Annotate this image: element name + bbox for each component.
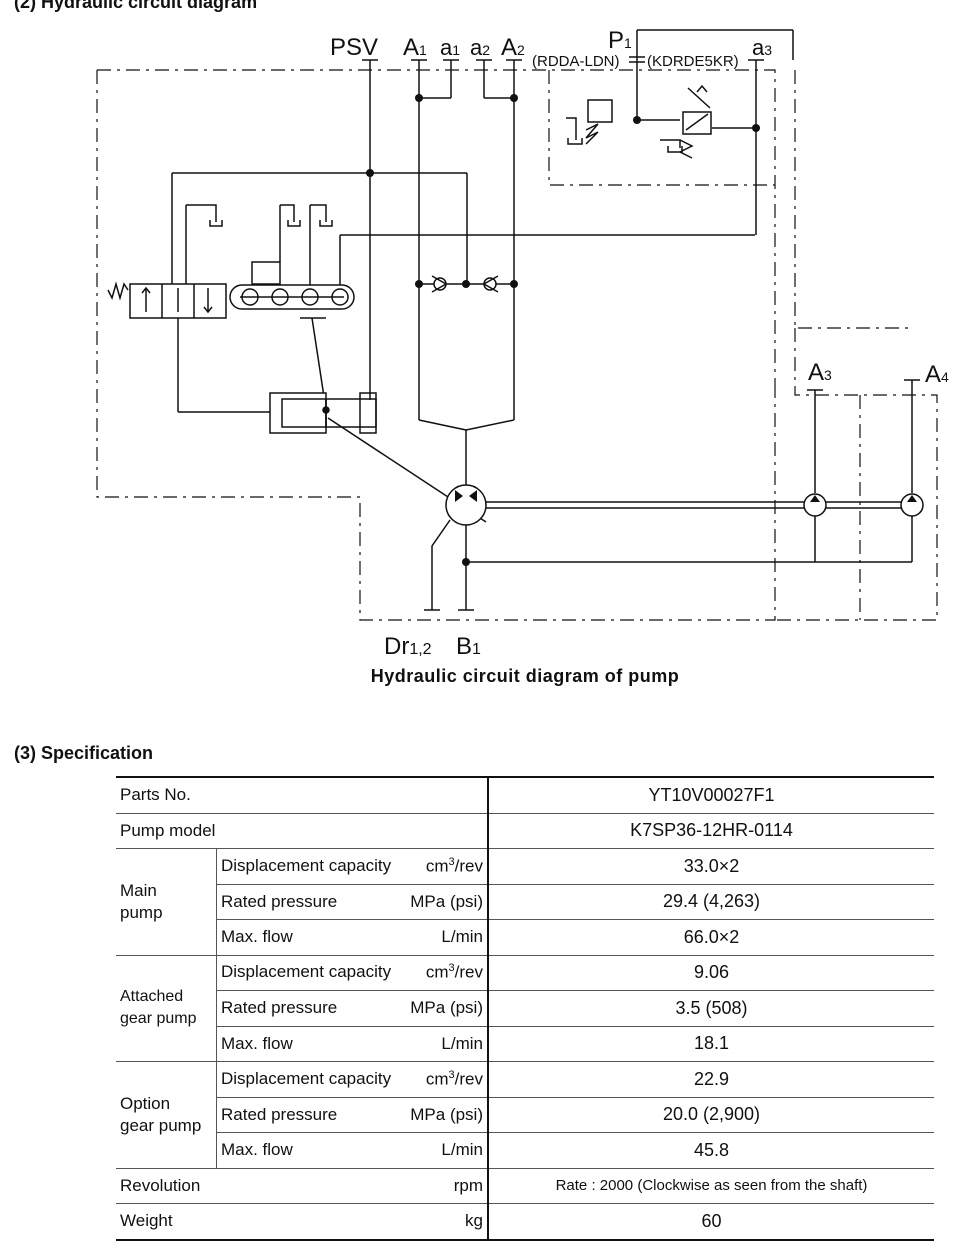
table-row: Parts No. YT10V00027F1 xyxy=(116,776,934,814)
pilot-valves xyxy=(585,84,712,159)
value-cell: 20.0 (2,900) xyxy=(487,1097,934,1133)
label-p1: P1 xyxy=(608,27,632,54)
label-a2-main: A2 xyxy=(501,34,525,61)
label-a1-pilot: a1 xyxy=(440,35,460,60)
value-cell: 33.0×2 xyxy=(487,848,934,885)
revolution-value: Rate : 2000 (Clockwise as seen from the … xyxy=(487,1168,934,1204)
weight-value: 60 xyxy=(487,1203,934,1241)
control-linkage xyxy=(229,205,355,411)
section-3-title: (3) Specification xyxy=(14,743,154,763)
value-cell: 66.0×2 xyxy=(487,919,934,956)
value-cell: 22.9 xyxy=(487,1061,934,1098)
junction-dots xyxy=(366,94,760,566)
label-a4-main: A4 xyxy=(925,361,949,388)
label-rdda: (RDDA-LDN) xyxy=(532,53,620,70)
port-stubs xyxy=(362,56,764,400)
value-cell: 45.8 xyxy=(487,1132,934,1169)
port-labels: PSV A1 a1 a2 A2 P1 (RDDA-LDN) (KDRDE5KR)… xyxy=(330,27,949,660)
parts-no-label: Parts No. xyxy=(116,776,488,814)
gear-pumps xyxy=(803,379,924,562)
label-a2-pilot: a2 xyxy=(470,35,490,60)
servo-cylinder xyxy=(177,318,377,434)
value-cell: 9.06 xyxy=(487,955,934,991)
parts-no-value: YT10V00027F1 xyxy=(487,776,934,814)
label-a3-pilot: a3 xyxy=(752,35,772,60)
label-psv: PSV xyxy=(330,34,378,61)
label-dr: Dr1,2 xyxy=(384,633,432,660)
hydraulic-circuit-diagram: PSV A1 a1 a2 A2 P1 (RDDA-LDN) (KDRDE5KR)… xyxy=(96,27,949,660)
pump-model-label: Pump model xyxy=(116,813,488,849)
pump-boundary-dashed xyxy=(96,69,938,621)
value-cell: 3.5 (508) xyxy=(487,990,934,1027)
section-2-title: (2) Hydraulic circuit diagram xyxy=(14,0,258,12)
main-pump-symbol xyxy=(327,417,912,611)
label-a3-main: A3 xyxy=(808,359,832,386)
table-row: Pump model K7SP36-12HR-0114 xyxy=(116,813,934,849)
label-a1-main: A1 xyxy=(403,34,427,61)
label-kdrde: (KDRDE5KR) xyxy=(647,53,739,70)
diagram-caption: Hydraulic circuit diagram of pump xyxy=(370,666,680,686)
tank-symbols xyxy=(185,117,683,284)
value-cell: 29.4 (4,263) xyxy=(487,884,934,920)
shuttle-check-valves xyxy=(431,275,499,293)
pump-model-value: K7SP36-12HR-0114 xyxy=(487,813,934,849)
specification-table: Parts No. YT10V00027F1 Pump model K7SP36… xyxy=(116,776,934,1241)
value-cell: 18.1 xyxy=(487,1026,934,1062)
regulator-spool-valve xyxy=(107,281,227,319)
label-b1: B1 xyxy=(456,633,481,660)
